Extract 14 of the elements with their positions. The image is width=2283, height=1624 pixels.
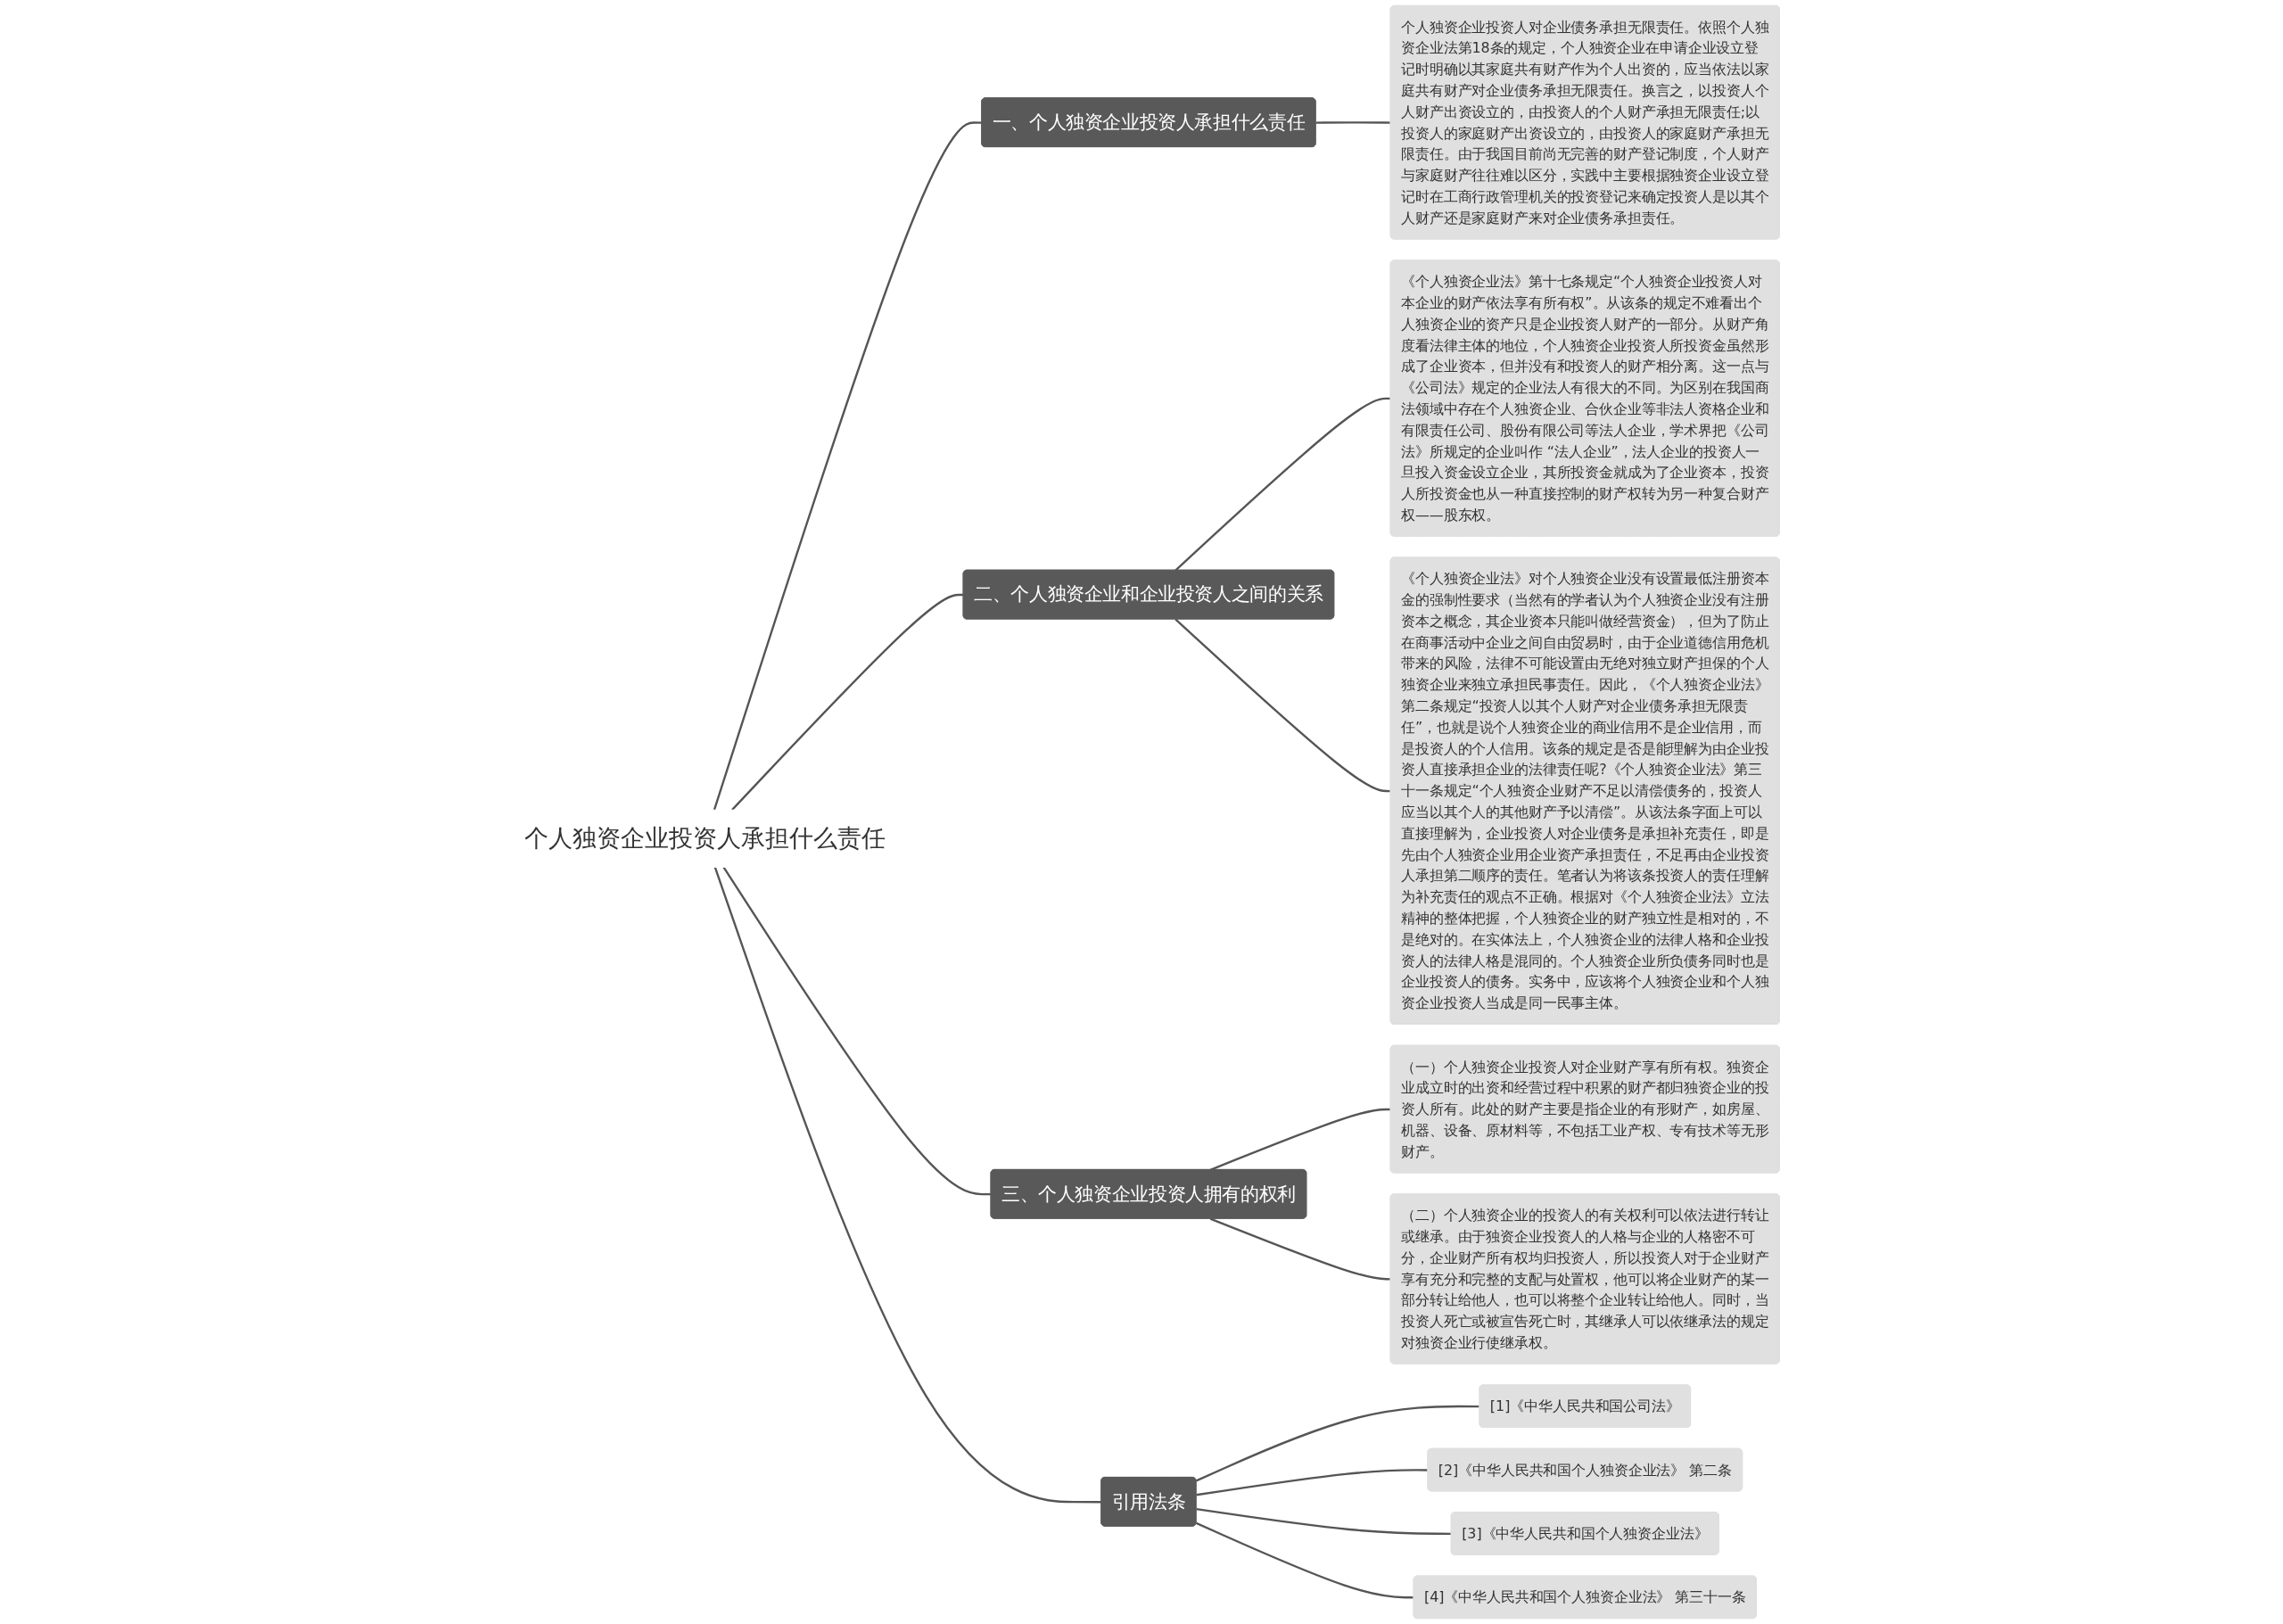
connector (1196, 1469, 1429, 1496)
connector (1195, 1521, 1414, 1599)
connector (1209, 1108, 1391, 1171)
connector (1174, 397, 1391, 572)
connector (722, 866, 992, 1196)
connector (1196, 1507, 1452, 1536)
connector (1195, 1405, 1480, 1482)
connector (731, 593, 964, 811)
connector (1209, 1217, 1391, 1281)
connector (713, 121, 983, 811)
connector (1315, 121, 1391, 124)
node-text: 个人独资企业投资人承担什么责任 (524, 823, 886, 853)
connector (1174, 618, 1391, 793)
connector (713, 866, 1102, 1504)
